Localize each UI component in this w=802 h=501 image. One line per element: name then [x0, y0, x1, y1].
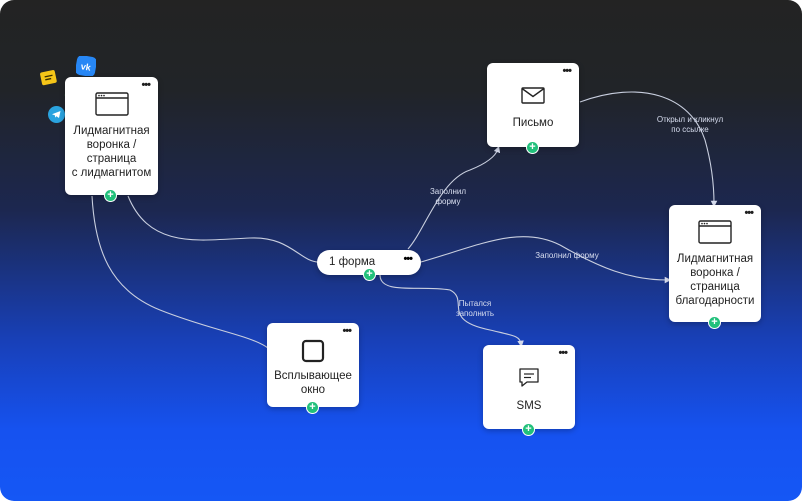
- node-menu-button[interactable]: •••: [562, 65, 572, 77]
- square-icon: [301, 339, 325, 363]
- add-step-button[interactable]: +: [307, 402, 318, 413]
- node-menu-button[interactable]: •••: [342, 325, 352, 337]
- edge-label-tried-to-fill: Пытался заполнить: [455, 299, 495, 318]
- browser-window-icon: [94, 92, 129, 116]
- add-step-button[interactable]: +: [105, 190, 116, 201]
- add-step-button[interactable]: +: [527, 142, 538, 153]
- chat-bubble-icon: [519, 368, 539, 387]
- edge-form-sms: [379, 274, 524, 348]
- node-label: 1 форма: [329, 256, 376, 268]
- edge-landing-form: [127, 195, 320, 263]
- browser-window-icon: [698, 219, 732, 244]
- edge-form-thankyou: [420, 236, 672, 284]
- add-step-button[interactable]: +: [523, 424, 534, 435]
- edge-landing-popup: [91, 195, 269, 349]
- node-menu-button[interactable]: •••: [403, 253, 413, 265]
- edge-label-filled-form-right: Заполнил форму: [535, 251, 599, 260]
- node-thankyou-page[interactable]: ••• Лидмагнитная воронка / страница благ…: [669, 205, 761, 328]
- edge-label-filled-form: Заполнил форму: [429, 187, 467, 206]
- node-landing-page[interactable]: ••• Лидмагнитная воронка / страница с ли…: [65, 77, 158, 201]
- bell-badge-icon: [40, 69, 58, 92]
- edge-form-letter: [407, 145, 501, 250]
- node-label: Лидмагнитная воронка / страница с лидмаг…: [71, 125, 152, 179]
- node-menu-button[interactable]: •••: [558, 347, 568, 359]
- node-label: Лидмагнитная воронка / страница благодар…: [675, 252, 755, 307]
- vk-icon: vk: [75, 55, 97, 81]
- node-menu-button[interactable]: •••: [744, 207, 754, 219]
- node-popup[interactable]: ••• Всплывающее окно +: [267, 323, 359, 413]
- node-label: SMS: [516, 400, 542, 412]
- node-sms[interactable]: ••• SMS +: [483, 345, 575, 435]
- edge-letter-thankyou: [579, 91, 718, 208]
- node-form[interactable]: 1 форма ••• +: [317, 250, 421, 280]
- svg-text:vk: vk: [80, 61, 93, 73]
- add-step-button[interactable]: +: [709, 317, 720, 328]
- node-label: Всплывающее окно: [274, 370, 352, 396]
- node-label: Письмо: [512, 116, 554, 129]
- node-letter[interactable]: ••• Письмо +: [487, 63, 579, 153]
- envelope-icon: [521, 86, 545, 104]
- node-menu-button[interactable]: •••: [141, 79, 151, 91]
- add-step-button[interactable]: +: [364, 269, 375, 280]
- edge-label-opened-clicked: Открыл и кликнул по ссылке: [656, 115, 724, 134]
- telegram-icon: [48, 106, 65, 128]
